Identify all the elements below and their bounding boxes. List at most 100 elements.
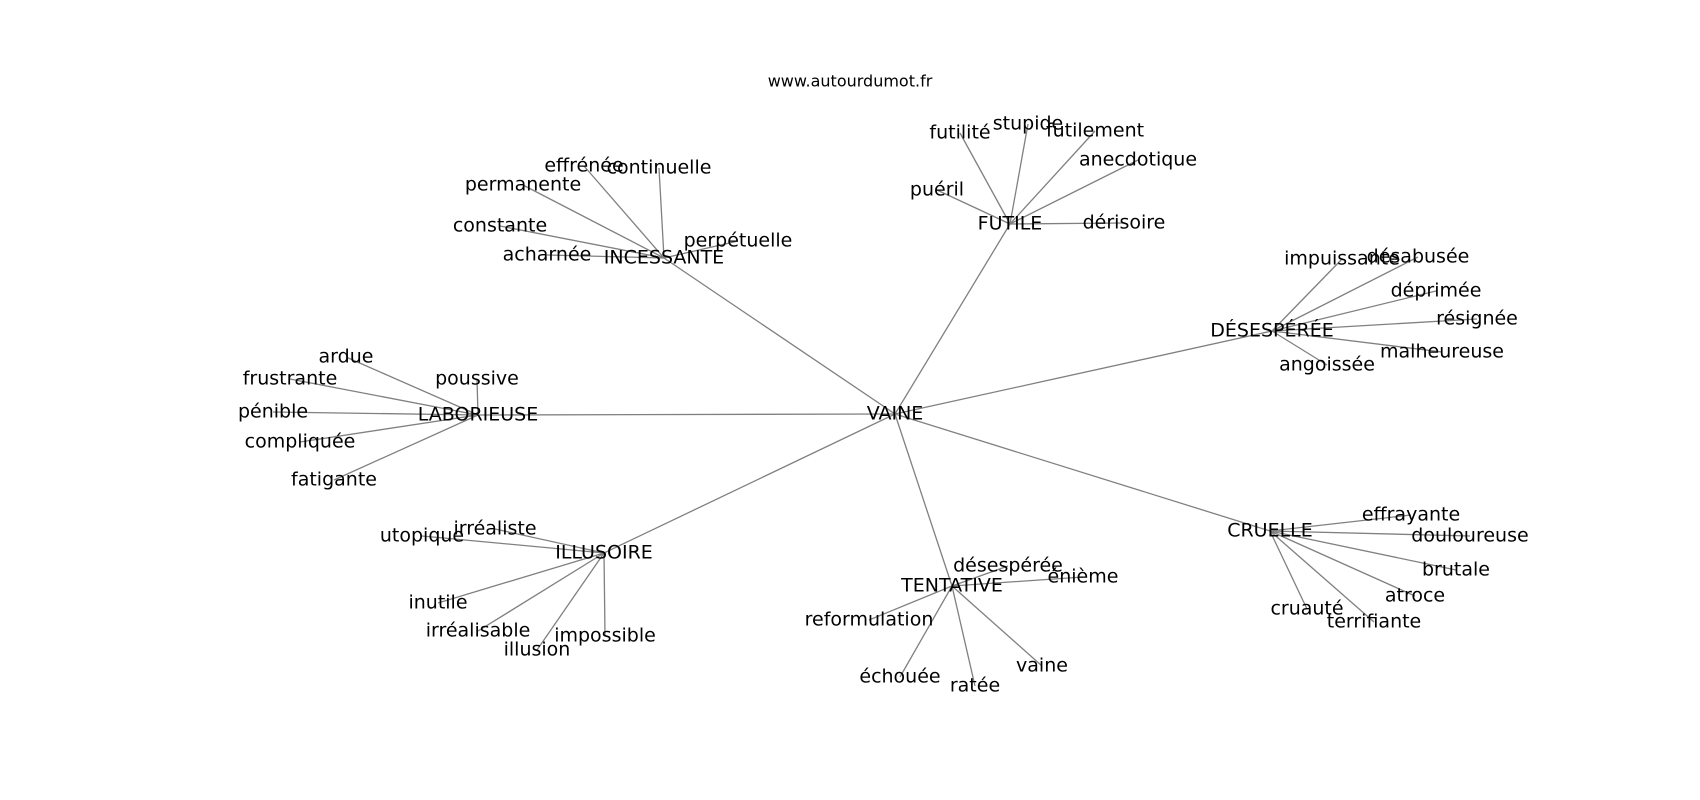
hub-node-laborieuse: LABORIEUSE [418, 404, 538, 426]
leaf-node-illusion: illusion [504, 639, 571, 661]
leaf-node-resignee: résignée [1436, 308, 1518, 330]
edge-incessante-permanente [522, 184, 665, 259]
edge-futile-futilement [1009, 130, 1096, 225]
leaf-node-impossible: impossible [554, 625, 656, 647]
leaf-node-anecdotique: anecdotique [1079, 149, 1197, 171]
edge-tentative-echouee [899, 585, 953, 678]
edge-incessante-perpetuelle [663, 240, 739, 259]
edge-cruelle-brutale [1269, 530, 1457, 571]
leaf-node-permanente: permanente [465, 174, 581, 196]
edge-illusoire-impossible [603, 552, 606, 637]
edge-futile-futilite [959, 132, 1011, 225]
hub-node-cruelle: CRUELLE [1227, 520, 1313, 542]
edge-tentative-enieme [951, 576, 1084, 587]
edge-illusoire-inutile [437, 552, 605, 604]
edge-cruelle-terrifiante [1269, 530, 1375, 623]
edge-desesperee-malheureuse [1271, 330, 1443, 353]
hub-node-incessante: INCESSANTE [604, 247, 724, 269]
edge-futile-stupide [1009, 123, 1029, 225]
leaf-node-ardue: ardue [319, 346, 374, 368]
edge-illusoire-illusion [536, 552, 605, 651]
graph-edges [272, 123, 1478, 687]
edge-cruelle-cruaute [1269, 530, 1308, 610]
leaf-node-desesperee: désespérée [953, 555, 1063, 577]
edge-illusoire-irrealiste [494, 528, 605, 554]
leaf-node-poussive: poussive [435, 368, 519, 390]
leaf-node-douloureuse: douloureuse [1411, 525, 1528, 547]
edge-laborieuse-penible [272, 411, 479, 416]
edge-desesperee-resignee [1271, 318, 1478, 332]
edge-center-illusoire [603, 413, 896, 554]
edge-desesperee-impuissante [1271, 258, 1343, 332]
edge-laborieuse-fatigante [333, 414, 479, 481]
leaf-node-futilement: futilement [1046, 120, 1144, 142]
leaf-node-acharnee: acharnée [503, 244, 592, 266]
leaf-node-stupide: stupide [993, 113, 1063, 135]
edge-desesperee-desabusee [1271, 256, 1419, 332]
edge-incessante-constante [499, 225, 665, 259]
leaf-node-impuissante: impuissante [1284, 248, 1400, 270]
edge-center-desesperee [894, 330, 1273, 415]
edge-center-cruelle [894, 413, 1271, 532]
leaf-node-perpetuelle: perpétuelle [684, 230, 793, 252]
leaf-node-irrealiste: irréaliste [453, 518, 536, 540]
leaf-node-desabusee: désabusée [1367, 246, 1470, 268]
leaf-node-reformulation: reformulation [805, 609, 934, 631]
leaf-node-constante: constante [453, 215, 547, 237]
edge-laborieuse-compliquee [299, 414, 479, 443]
edge-tentative-ratee [951, 585, 976, 687]
edge-center-incessante [663, 257, 896, 415]
watermark-text: www.autourdumot.fr [768, 72, 933, 91]
leaf-node-frustrante: frustrante [243, 368, 338, 390]
hub-node-futile: FUTILE [978, 213, 1043, 235]
edge-tentative-vaine [951, 585, 1043, 667]
leaf-node-derisoire: dérisoire [1083, 212, 1166, 234]
edge-futile-pueril [936, 189, 1011, 225]
edge-center-laborieuse [477, 413, 896, 416]
edge-laborieuse-frustrante [289, 378, 479, 416]
leaf-node-vaine: vaine [1016, 655, 1068, 677]
leaf-node-angoissee: angoissée [1279, 354, 1375, 376]
leaf-node-utopique: utopique [380, 525, 464, 547]
edge-illusoire-utopique [421, 535, 605, 554]
leaf-node-echouee: échouée [859, 666, 940, 688]
hub-node-tentative: TENTATIVE [900, 575, 1003, 597]
leaf-node-terrifiante: terrifiante [1327, 611, 1422, 633]
edge-tentative-desesperee [951, 565, 1009, 587]
center-node-vaine: VAINE [867, 403, 924, 425]
edge-incessante-acharnee [546, 254, 665, 259]
edge-desesperee-deprimee [1271, 290, 1437, 332]
edge-futile-anecdotique [1009, 159, 1139, 225]
leaf-node-malheureuse: malheureuse [1380, 341, 1504, 363]
leaf-node-enieme: énième [1048, 566, 1119, 588]
leaf-node-ratee: ratée [950, 675, 1000, 697]
leaf-node-cruaute: cruauté [1270, 598, 1343, 620]
edge-incessante-effrenee [583, 165, 665, 259]
leaf-node-atroce: atroce [1385, 585, 1445, 607]
hub-node-desesperee: DÉSESPÉRÉE [1210, 319, 1333, 342]
edge-laborieuse-ardue [345, 356, 479, 416]
edge-center-tentative [894, 413, 953, 587]
edge-tentative-reformulation [868, 585, 953, 621]
edge-futile-derisoire [1009, 222, 1125, 225]
leaf-node-inutile: inutile [408, 592, 467, 614]
leaf-node-effrayante: effrayante [1362, 504, 1460, 526]
leaf-node-pueril: puéril [910, 179, 964, 201]
leaf-node-irrealisable: irréalisable [426, 620, 531, 642]
leaf-node-deprimee: déprimée [1391, 280, 1482, 302]
leaf-node-brutale: brutale [1422, 559, 1490, 581]
leaf-node-continuelle: continuelle [607, 157, 712, 179]
edge-desesperee-angoissee [1271, 330, 1328, 366]
edge-illusoire-irrealisable [477, 552, 605, 632]
leaf-node-fatigante: fatigante [291, 469, 377, 491]
edge-cruelle-douloureuse [1269, 530, 1471, 537]
edge-incessante-continuelle [658, 167, 665, 259]
leaf-node-effrenee: effrénée [544, 155, 623, 177]
leaf-node-compliquee: compliquée [245, 431, 356, 453]
leaf-node-futilite: futilité [929, 122, 990, 144]
edge-cruelle-atroce [1269, 530, 1416, 597]
leaf-node-penible: pénible [238, 401, 308, 423]
edge-cruelle-effrayante [1269, 514, 1412, 532]
